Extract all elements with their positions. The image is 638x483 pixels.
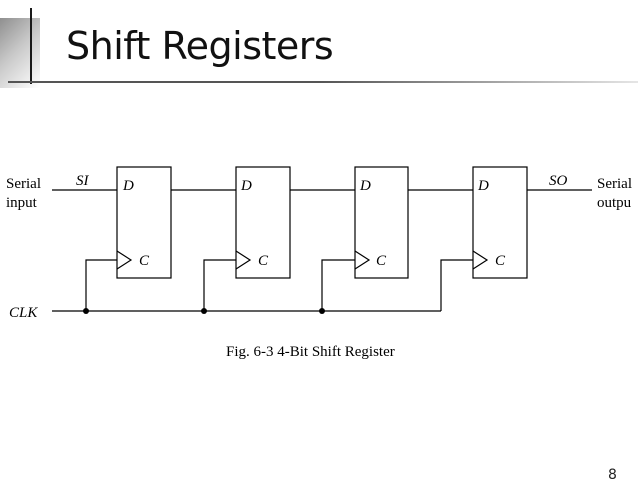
ff-c-label: C <box>495 253 506 269</box>
clock-triangle-icon <box>354 250 371 270</box>
clock-triangle-icon <box>116 250 133 270</box>
flip-flop-1: D C <box>116 166 172 279</box>
clock-triangle-icon <box>235 250 252 270</box>
clock-branch-4 <box>440 259 473 311</box>
clock-junction-dot <box>201 308 207 314</box>
flip-flop-box <box>116 166 172 279</box>
figure-caption: Fig. 6-3 4-Bit Shift Register <box>226 344 395 360</box>
flip-flop-box <box>472 166 528 279</box>
ff-c-label: C <box>139 253 150 269</box>
flip-flop-3: D C <box>354 166 409 279</box>
clock-junction-dot <box>319 308 325 314</box>
clock-branch-2 <box>203 259 236 311</box>
serial-input-label-line2: input <box>6 195 38 211</box>
si-label: SI <box>76 173 90 189</box>
flip-flop-4: D C <box>472 166 528 279</box>
title-rule-fade <box>320 81 638 83</box>
flip-flop-box <box>354 166 409 279</box>
ff-d-label: D <box>122 178 134 194</box>
clock-junctions <box>83 308 325 314</box>
wires <box>52 189 592 312</box>
ff-d-label: D <box>477 178 489 194</box>
flip-flop-2: D C <box>235 166 291 279</box>
so-label: SO <box>549 173 568 189</box>
title-vertical-rule <box>30 8 32 84</box>
ff-c-label: C <box>258 253 269 269</box>
corner-gradient-decoration <box>0 18 40 88</box>
page-number: 8 <box>608 467 617 483</box>
ff-d-label: D <box>240 178 252 194</box>
clock-junction-dot <box>83 308 89 314</box>
clock-branch-1 <box>85 259 117 311</box>
flip-flop-box <box>235 166 291 279</box>
serial-output-label-line1: Serial <box>597 176 632 192</box>
clock-triangle-icon <box>472 250 489 270</box>
ff-c-label: C <box>376 253 387 269</box>
clock-branch-3 <box>321 259 355 311</box>
ff-d-label: D <box>359 178 371 194</box>
serial-output-label-line2: outpu <box>597 195 632 211</box>
slide-title: Shift Registers <box>66 24 334 68</box>
clk-label: CLK <box>9 305 38 321</box>
serial-input-label-line1: Serial <box>6 176 41 192</box>
